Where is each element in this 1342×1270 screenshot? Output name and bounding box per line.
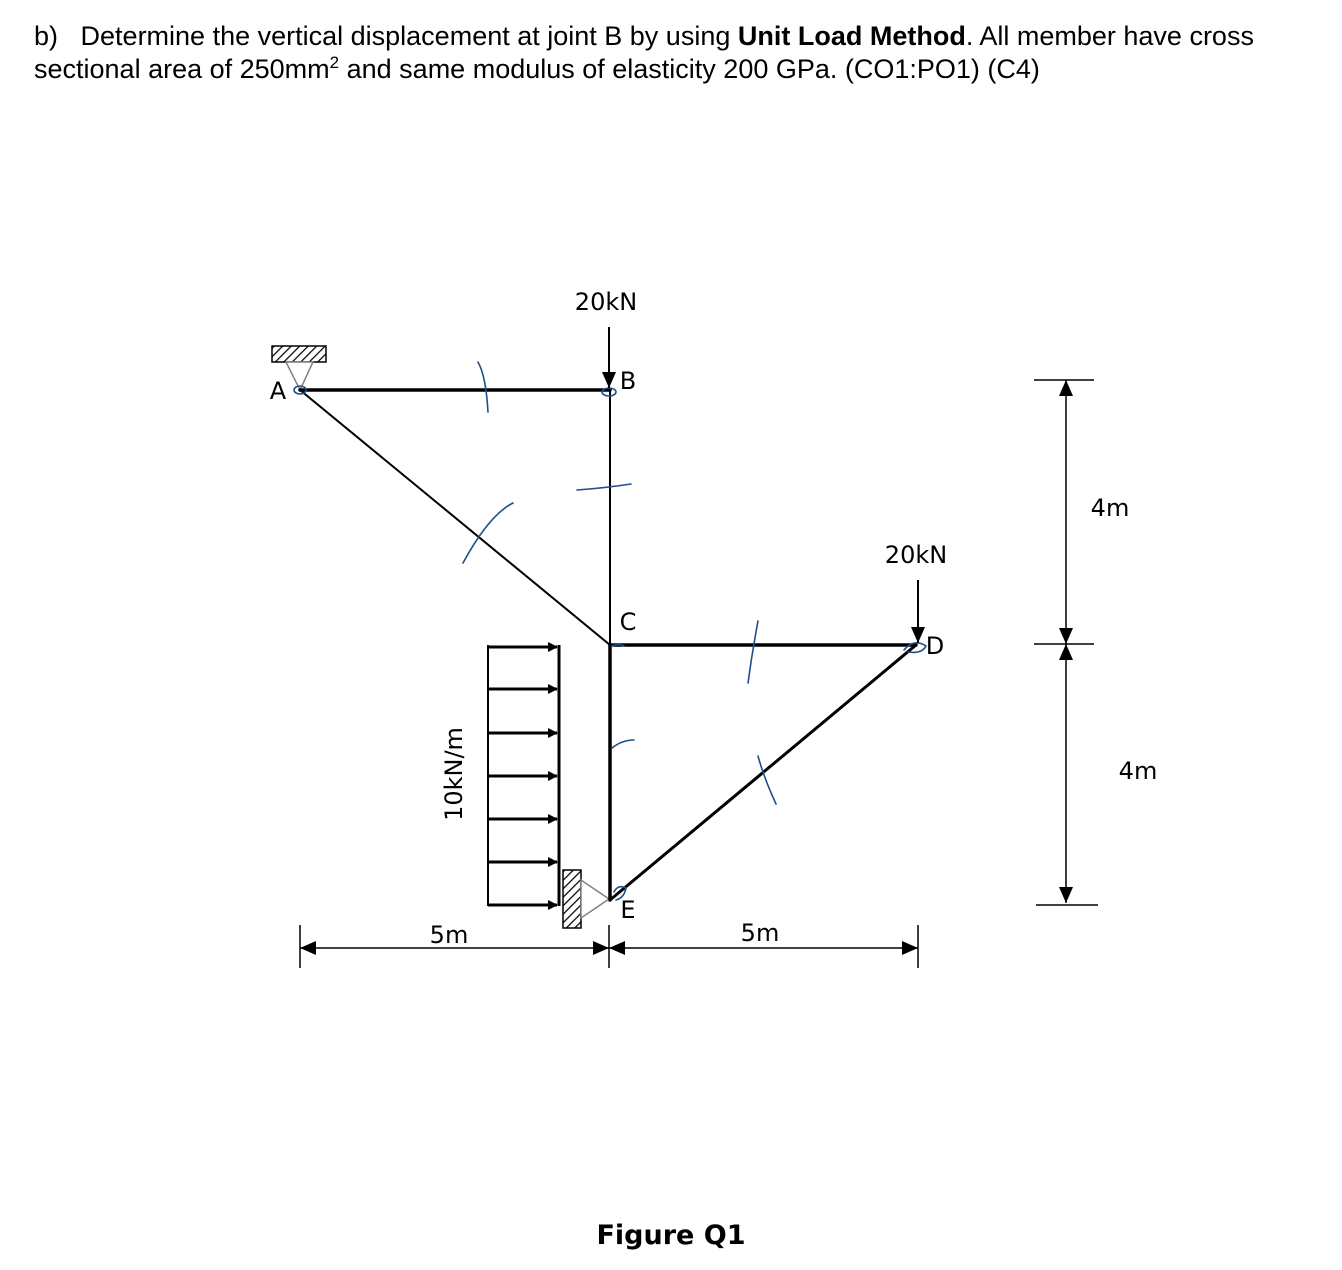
joint-label-c: C <box>620 608 637 636</box>
support-a <box>271 345 327 392</box>
dim-right-span-label: 5m <box>741 919 780 947</box>
dim-upper-height-label: 4m <box>1091 494 1130 522</box>
question-prefix: b) <box>34 21 59 51</box>
question-text-2: . All member have cross sectional area o… <box>34 21 1254 84</box>
question-text-1: Determine the vertical displacement at j… <box>80 21 731 51</box>
question-superscript: 2 <box>329 53 340 72</box>
pen-tick-ab <box>477 361 489 413</box>
pen-joint-b <box>601 387 617 397</box>
pen-tick-ce <box>611 739 635 749</box>
question-method: Unit Load Method <box>737 21 966 51</box>
pen-joint-a <box>293 385 307 395</box>
joint-label-e: E <box>620 896 635 924</box>
truss-members <box>298 388 918 902</box>
load-d: 20kN <box>885 541 947 643</box>
load-d-label: 20kN <box>885 541 947 569</box>
support-e-hatch <box>562 869 582 929</box>
joint-label-d: D <box>926 632 944 660</box>
support-a-hatch <box>271 345 327 363</box>
pen-tick-cd <box>747 620 759 684</box>
pen-tick-bc <box>576 483 632 491</box>
pen-tick-ac <box>462 502 514 564</box>
dim-left-span-label: 5m <box>430 921 469 949</box>
dim-lower-height-label: 4m <box>1119 757 1158 785</box>
member-ac <box>299 389 611 646</box>
udl-label: 10kN/m <box>440 727 468 821</box>
dimension-vertical <box>1034 379 1098 906</box>
dimension-horizontal <box>299 925 919 968</box>
pen-marks <box>293 361 928 901</box>
joint-label-a: A <box>270 377 287 405</box>
pen-joint-d <box>903 642 928 654</box>
support-e <box>562 869 611 929</box>
question-text: b) Determine the vertical displacement a… <box>34 20 1324 86</box>
support-e-triangle <box>580 878 611 920</box>
load-b-label: 20kN <box>575 288 637 316</box>
load-b: 20kN <box>575 288 637 388</box>
udl-load: 10kN/m <box>440 642 561 910</box>
figure-caption: Figure Q1 <box>596 1220 746 1251</box>
pen-joint-e <box>613 885 627 901</box>
pen-joint-c <box>611 643 625 647</box>
joint-label-b: B <box>620 367 636 395</box>
question-text-3: and same modulus of elasticity 200 GPa. … <box>339 54 1040 84</box>
pen-tick-ed <box>757 755 777 805</box>
joint-labels: A B C D E <box>270 367 944 924</box>
support-a-triangle <box>284 361 315 392</box>
